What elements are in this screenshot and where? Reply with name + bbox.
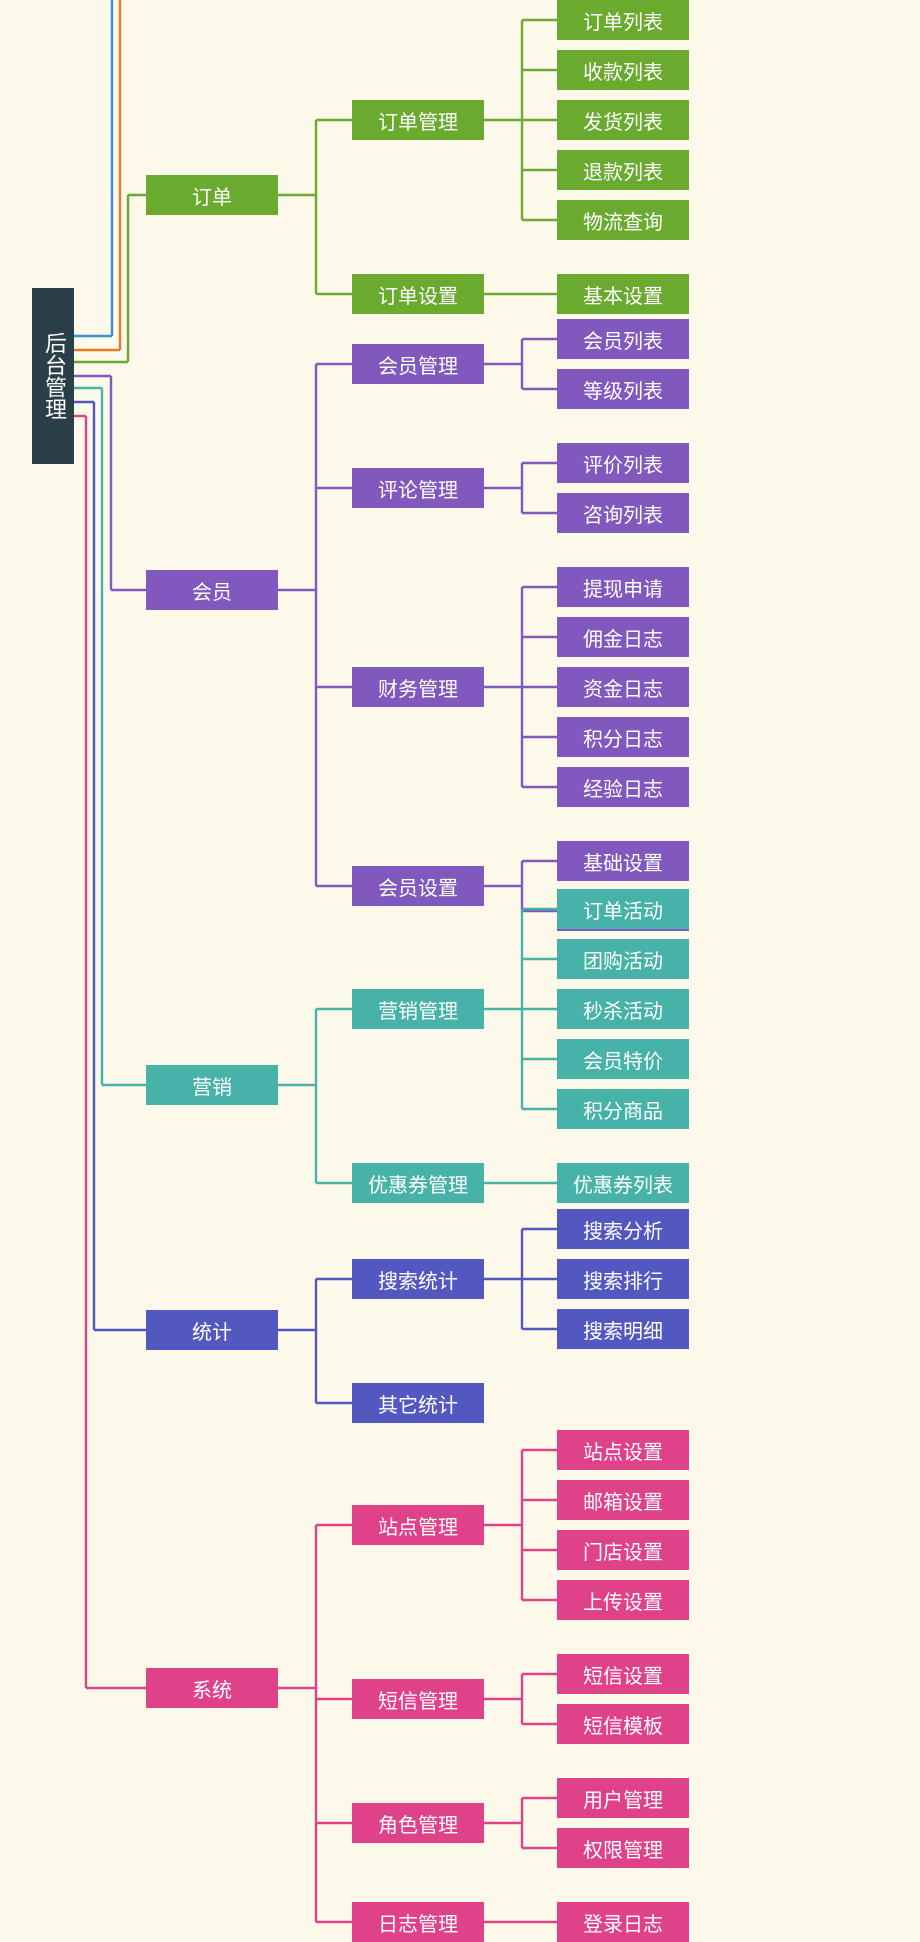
leaf-node[interactable]: 团购活动 <box>557 939 689 979</box>
leaf-node[interactable]: 等级列表 <box>557 369 689 409</box>
leaf-node[interactable]: 订单列表 <box>557 0 689 40</box>
leaf-node[interactable]: 会员列表 <box>557 319 689 359</box>
leaf-node[interactable]: 退款列表 <box>557 150 689 190</box>
leaf-node[interactable]: 基本设置 <box>557 274 689 314</box>
leaf-node[interactable]: 搜索分析 <box>557 1209 689 1249</box>
leaf-node[interactable]: 搜索明细 <box>557 1309 689 1349</box>
category-node[interactable]: 订单设置 <box>352 274 484 314</box>
category-node[interactable]: 日志管理 <box>352 1902 484 1942</box>
module-node[interactable]: 系统 <box>146 1668 278 1708</box>
module-node[interactable]: 会员 <box>146 570 278 610</box>
leaf-node[interactable]: 经验日志 <box>557 767 689 807</box>
module-node[interactable]: 订单 <box>146 175 278 215</box>
category-node[interactable]: 其它统计 <box>352 1383 484 1423</box>
leaf-node[interactable]: 提现申请 <box>557 567 689 607</box>
module-node[interactable]: 统计 <box>146 1310 278 1350</box>
leaf-node[interactable]: 短信模板 <box>557 1704 689 1744</box>
leaf-node[interactable]: 登录日志 <box>557 1902 689 1942</box>
category-node[interactable]: 优惠券管理 <box>352 1163 484 1203</box>
leaf-node[interactable]: 站点设置 <box>557 1430 689 1470</box>
leaf-node[interactable]: 物流查询 <box>557 200 689 240</box>
leaf-node[interactable]: 搜索排行 <box>557 1259 689 1299</box>
leaf-node[interactable]: 用户管理 <box>557 1778 689 1818</box>
leaf-node[interactable]: 邮箱设置 <box>557 1480 689 1520</box>
leaf-node[interactable]: 订单活动 <box>557 889 689 929</box>
leaf-node[interactable]: 积分商品 <box>557 1089 689 1129</box>
leaf-node[interactable]: 基础设置 <box>557 841 689 881</box>
leaf-node[interactable]: 评价列表 <box>557 443 689 483</box>
leaf-node[interactable]: 佣金日志 <box>557 617 689 657</box>
leaf-node[interactable]: 短信设置 <box>557 1654 689 1694</box>
category-node[interactable]: 会员设置 <box>352 866 484 906</box>
module-node[interactable]: 营销 <box>146 1065 278 1105</box>
leaf-node[interactable]: 会员特价 <box>557 1039 689 1079</box>
leaf-node[interactable]: 积分日志 <box>557 717 689 757</box>
leaf-node[interactable]: 权限管理 <box>557 1828 689 1868</box>
category-node[interactable]: 角色管理 <box>352 1803 484 1843</box>
leaf-node[interactable]: 门店设置 <box>557 1530 689 1570</box>
category-node[interactable]: 财务管理 <box>352 667 484 707</box>
category-node[interactable]: 评论管理 <box>352 468 484 508</box>
category-node[interactable]: 营销管理 <box>352 989 484 1029</box>
leaf-node[interactable]: 优惠券列表 <box>557 1163 689 1203</box>
leaf-node[interactable]: 咨询列表 <box>557 493 689 533</box>
category-node[interactable]: 搜索统计 <box>352 1259 484 1299</box>
leaf-node[interactable]: 秒杀活动 <box>557 989 689 1029</box>
leaf-node[interactable]: 资金日志 <box>557 667 689 707</box>
category-node[interactable]: 订单管理 <box>352 100 484 140</box>
category-node[interactable]: 站点管理 <box>352 1505 484 1545</box>
leaf-node[interactable]: 收款列表 <box>557 50 689 90</box>
leaf-node[interactable]: 发货列表 <box>557 100 689 140</box>
category-node[interactable]: 短信管理 <box>352 1679 484 1719</box>
leaf-node[interactable]: 上传设置 <box>557 1580 689 1620</box>
root-node[interactable]: 后台管理 <box>32 288 74 464</box>
category-node[interactable]: 会员管理 <box>352 344 484 384</box>
